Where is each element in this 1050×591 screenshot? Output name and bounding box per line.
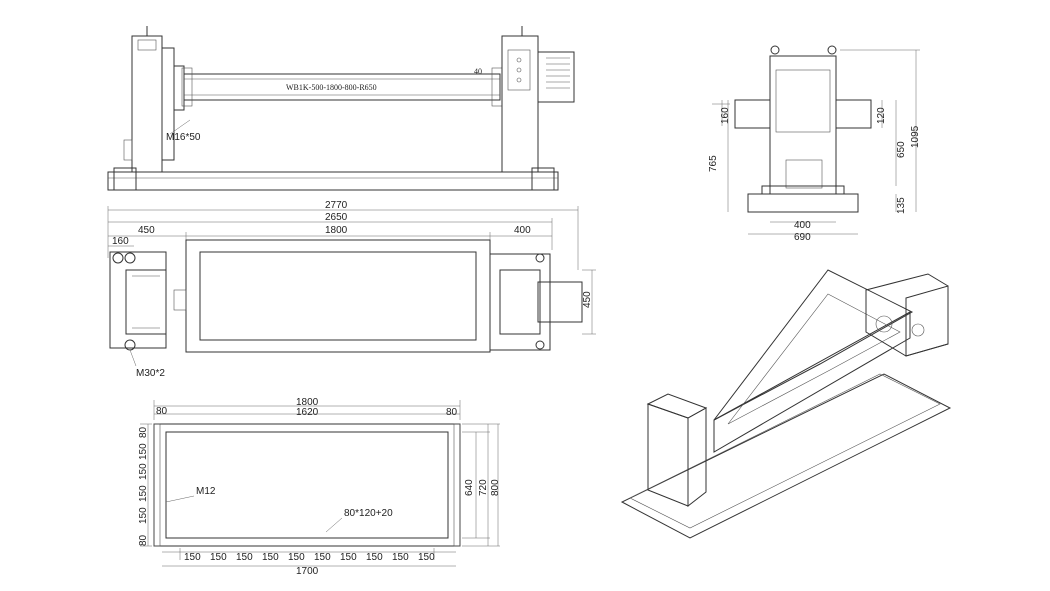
top-dim-2770: 2770 xyxy=(325,200,348,211)
frame-left-dim-5: 80 xyxy=(138,534,149,546)
frame-dim-1620: 1620 xyxy=(296,407,319,418)
side-dim-690: 690 xyxy=(794,232,811,243)
frame-bottom-dim-1: 150 xyxy=(210,552,227,563)
frame-dim-720: 720 xyxy=(478,479,489,496)
frame-dim-80-left: 80 xyxy=(156,406,168,417)
frame-bottom-dim-9: 150 xyxy=(418,552,435,563)
frame-bottom-dim-4: 150 xyxy=(288,552,305,563)
side-dim-765: 765 xyxy=(708,155,719,172)
top-dim-160: 160 xyxy=(112,236,129,247)
frame-section-note: 80*120+20 xyxy=(344,508,393,519)
frame-dim-1700: 1700 xyxy=(296,566,319,577)
top-dim-450-right: 450 xyxy=(582,291,593,308)
front-model-label: WB1K-500-1800-800-R650 xyxy=(286,83,377,92)
frame-left-dim-3: 150 xyxy=(138,485,149,502)
top-dim-450-left: 450 xyxy=(138,225,155,236)
front-view: M16*50 40 WB1K-500-1800-800-R650 xyxy=(107,26,575,191)
side-view: 160 120 765 650 1095 135 400 690 xyxy=(708,45,921,243)
frame-bottom-dim-2: 150 xyxy=(236,552,253,563)
frame-hole-note: M12 xyxy=(196,486,216,497)
frame-left-dim-4: 150 xyxy=(138,507,149,524)
side-dim-160: 160 xyxy=(720,107,731,124)
frame-left-dim-0: 80 xyxy=(138,426,149,438)
side-dim-135: 135 xyxy=(896,197,907,214)
isometric-view xyxy=(620,269,952,539)
frame-view: 1800 80 1620 80 640 720 800 80 150 150 1… xyxy=(138,397,501,577)
top-dim-400: 400 xyxy=(514,225,531,236)
side-dim-400: 400 xyxy=(794,220,811,231)
side-dim-650: 650 xyxy=(896,141,907,158)
side-dim-120: 120 xyxy=(876,107,887,124)
frame-dim-80-right: 80 xyxy=(446,407,458,418)
top-view: 2770 2650 450 1800 400 160 450 M30*2 xyxy=(107,200,596,379)
frame-bottom-dim-3: 150 xyxy=(262,552,279,563)
frame-left-dim-1: 150 xyxy=(138,443,149,460)
top-dim-2650: 2650 xyxy=(325,212,348,223)
frame-bottom-dim-6: 150 xyxy=(340,552,357,563)
frame-left-dim-2: 150 xyxy=(138,463,149,480)
frame-dim-1800: 1800 xyxy=(296,397,319,408)
frame-bottom-dim-8: 150 xyxy=(392,552,409,563)
frame-bottom-dim-5: 150 xyxy=(314,552,331,563)
top-dim-1800: 1800 xyxy=(325,225,348,236)
frame-bottom-dim-7: 150 xyxy=(366,552,383,563)
front-bolt-note: M16*50 xyxy=(166,132,201,143)
side-dim-1095: 1095 xyxy=(910,125,921,148)
frame-bottom-dim-0: 150 xyxy=(184,552,201,563)
frame-dim-800: 800 xyxy=(490,479,501,496)
top-anchor-note: M30*2 xyxy=(136,368,165,379)
frame-dim-640: 640 xyxy=(464,479,475,496)
front-dim-40: 40 xyxy=(474,67,482,76)
